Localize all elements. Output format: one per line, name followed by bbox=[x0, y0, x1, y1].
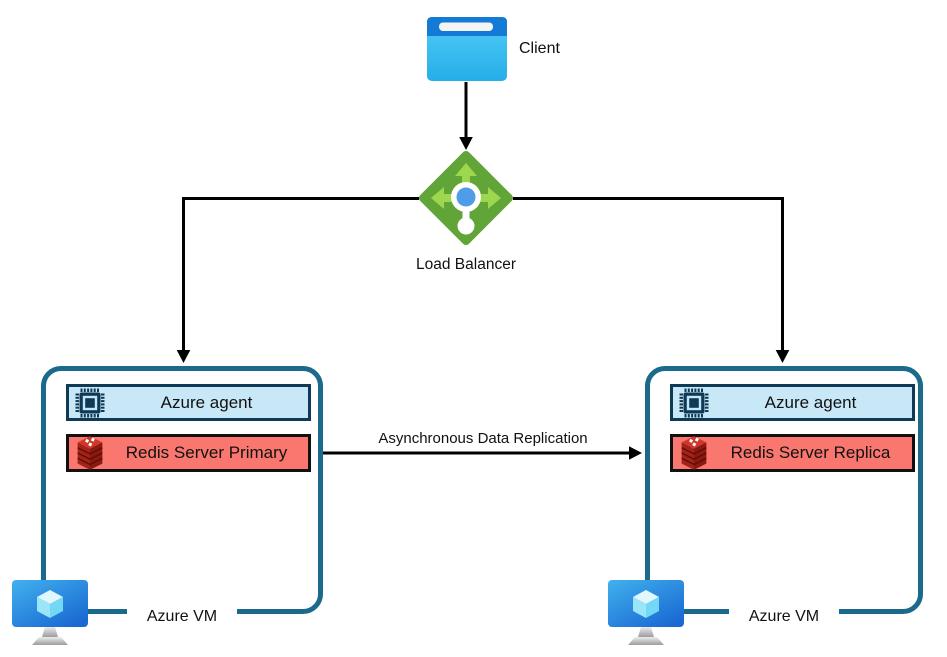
redis-stack-icon bbox=[679, 435, 709, 471]
arrowhead-lb-to-right-vm bbox=[775, 350, 790, 363]
left-azure-vm-label: Azure VM bbox=[127, 605, 237, 629]
lb-to-left-vm-line bbox=[182, 197, 419, 351]
lb-to-right-vm-line bbox=[513, 197, 784, 351]
left-redis-label: Redis Server Primary bbox=[125, 443, 288, 462]
right-redis-replica-bar: Redis Server Replica bbox=[670, 434, 915, 472]
azure-vm-monitor-icon bbox=[608, 580, 684, 645]
cpu-chip-icon bbox=[679, 388, 709, 418]
arrowhead-lb-to-left-vm bbox=[176, 350, 191, 363]
right-redis-label: Redis Server Replica bbox=[730, 443, 891, 462]
left-azure-agent-bar: Azure agent bbox=[66, 384, 311, 421]
cpu-chip-icon bbox=[75, 388, 105, 418]
load-balancer-label: Load Balancer bbox=[416, 256, 516, 273]
client-label: Client bbox=[519, 40, 560, 57]
replication-arrow-label: Asynchronous Data Replication bbox=[378, 430, 588, 447]
right-azure-agent-label: Azure agent bbox=[764, 392, 857, 412]
browser-window-icon bbox=[427, 17, 507, 81]
right-azure-agent-bar: Azure agent bbox=[670, 384, 915, 421]
azure-vm-monitor-icon bbox=[12, 580, 88, 645]
left-azure-agent-label: Azure agent bbox=[160, 392, 253, 412]
redis-stack-icon bbox=[75, 435, 105, 471]
arrowhead-replication bbox=[629, 446, 642, 460]
left-redis-primary-bar: Redis Server Primary bbox=[66, 434, 311, 472]
arrowhead-client-to-lb bbox=[459, 137, 473, 150]
right-azure-vm-label: Azure VM bbox=[729, 605, 839, 629]
load-balancer-icon bbox=[419, 151, 513, 245]
